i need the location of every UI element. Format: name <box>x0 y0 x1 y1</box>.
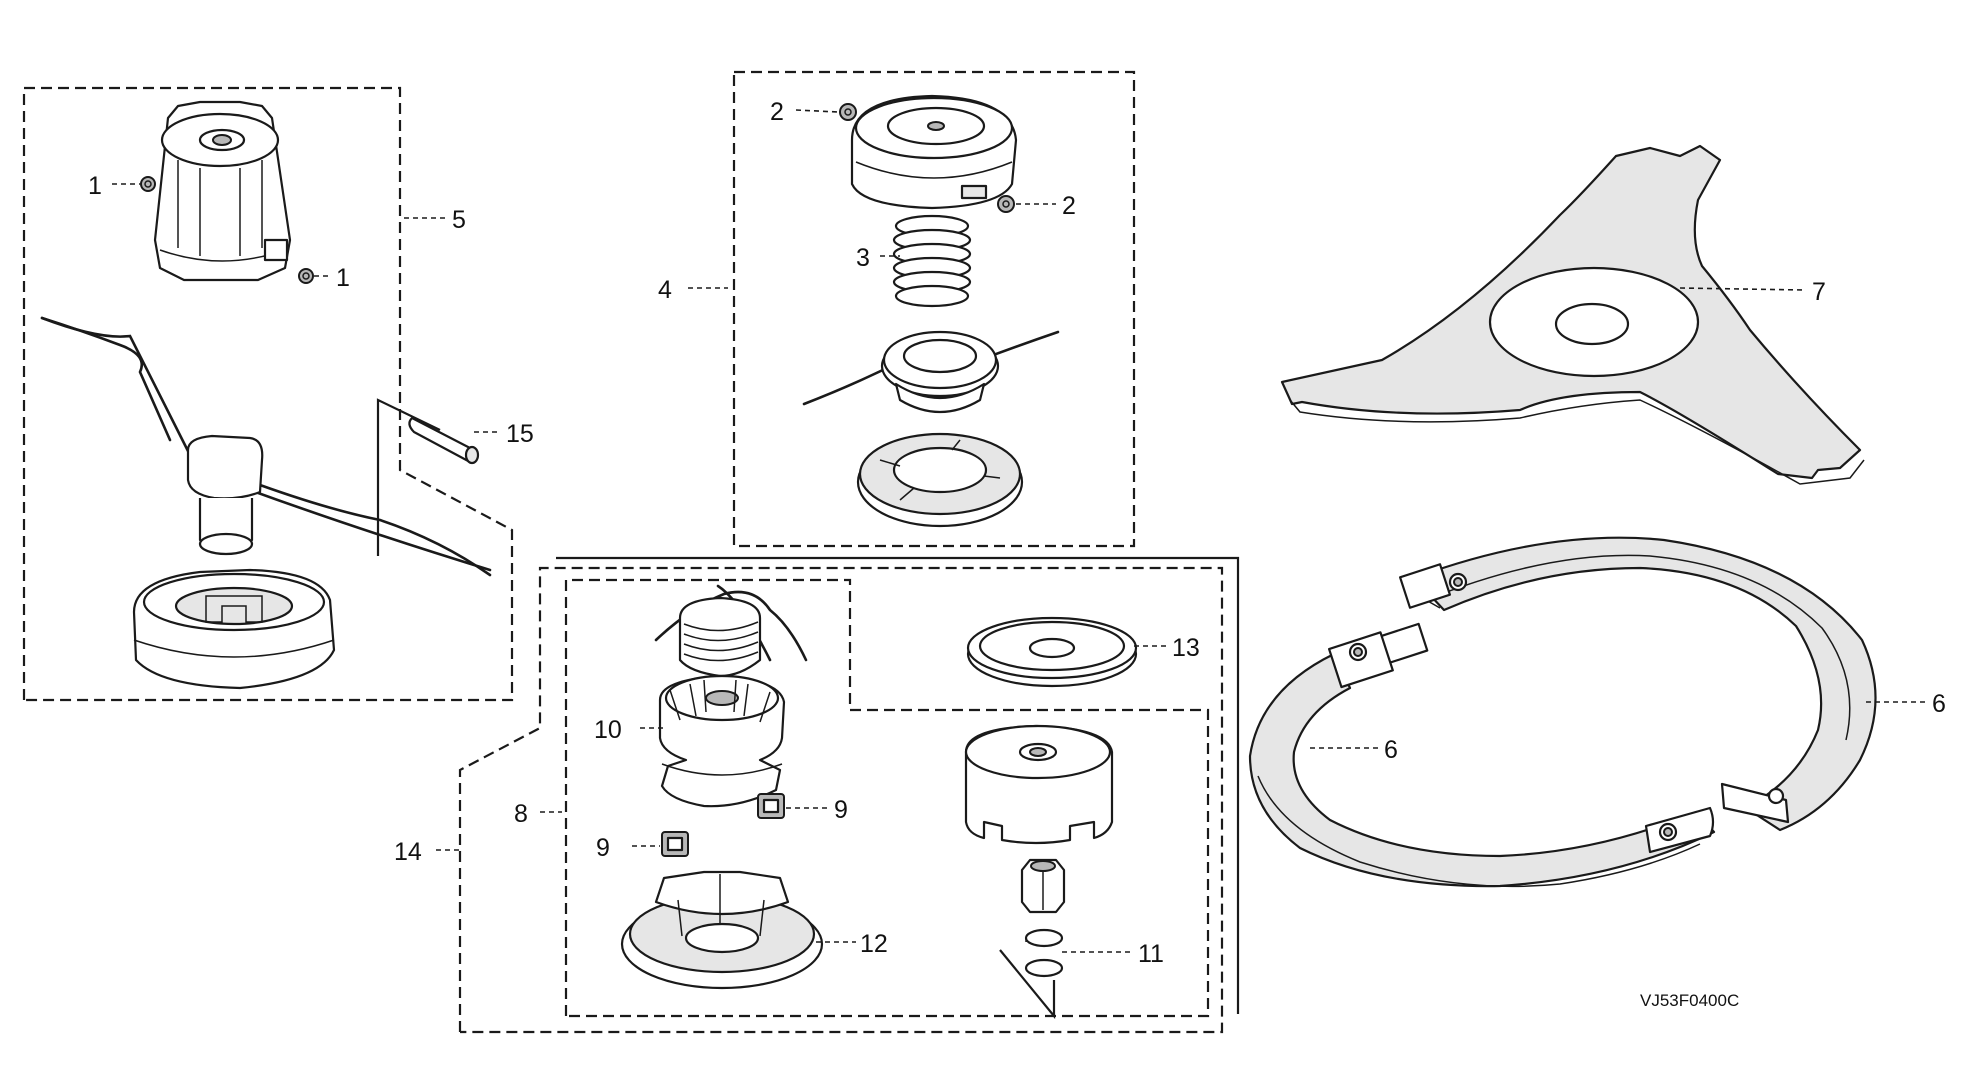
cap-icon <box>850 94 1018 210</box>
spool-stem-icon <box>186 434 264 556</box>
callout-1b: 1 <box>336 264 350 292</box>
callout-6a: 6 <box>1932 690 1946 718</box>
blade-guard-half-icon <box>1398 536 1877 832</box>
callout-14: 14 <box>394 838 422 866</box>
spool-housing-icon <box>153 100 292 282</box>
callout-1a: 1 <box>88 172 102 200</box>
callout-9a: 9 <box>834 796 848 824</box>
callout-9b: 9 <box>596 834 610 862</box>
callout-4: 4 <box>658 276 672 304</box>
o-ring-icon <box>999 928 1064 1020</box>
nut-icon <box>1020 858 1066 914</box>
group-5-frame <box>22 86 514 702</box>
callout-7: 7 <box>1812 278 1826 306</box>
spool-icon <box>802 330 1060 414</box>
outer-cover-icon <box>964 724 1114 845</box>
blade-guard-half-b-icon <box>1248 622 1716 888</box>
callout-11: 11 <box>1138 940 1164 968</box>
eyelet-a-icon <box>757 793 785 819</box>
callout-5: 5 <box>452 206 466 234</box>
group-14-frame <box>458 556 1240 1034</box>
spring-icon <box>892 214 972 308</box>
grommet-2a-icon <box>839 103 857 121</box>
grommet-1a-icon <box>140 176 156 192</box>
callout-10: 10 <box>594 716 622 744</box>
callout-3: 3 <box>856 244 870 272</box>
base-plate-icon <box>856 432 1024 528</box>
base-cover-icon <box>620 870 824 990</box>
three-tooth-blade-icon <box>1280 144 1865 485</box>
group-8-frame <box>564 578 1210 1018</box>
washer-icon <box>966 616 1138 688</box>
grommet-1b-icon <box>298 268 314 284</box>
nylon-line-icon <box>40 316 492 577</box>
eyelet-b-icon <box>661 831 689 857</box>
callout-2b: 2 <box>1062 192 1076 220</box>
callout-13: 13 <box>1172 634 1200 662</box>
callout-2a: 2 <box>770 98 784 126</box>
group-4-frame <box>732 70 1136 548</box>
callout-12: 12 <box>860 930 888 958</box>
callout-8: 8 <box>514 800 528 828</box>
coil-spring-icon <box>654 584 808 678</box>
grommet-2b-icon <box>997 195 1015 213</box>
callout-6b: 6 <box>1384 736 1398 764</box>
leader-lines <box>112 109 1928 953</box>
callout-15: 15 <box>506 420 534 448</box>
pin-icon <box>408 416 480 465</box>
spool-base-icon <box>132 568 336 690</box>
line-spool-icon <box>658 674 786 808</box>
drawing-code: VJ53F0400C <box>1640 991 1739 1010</box>
